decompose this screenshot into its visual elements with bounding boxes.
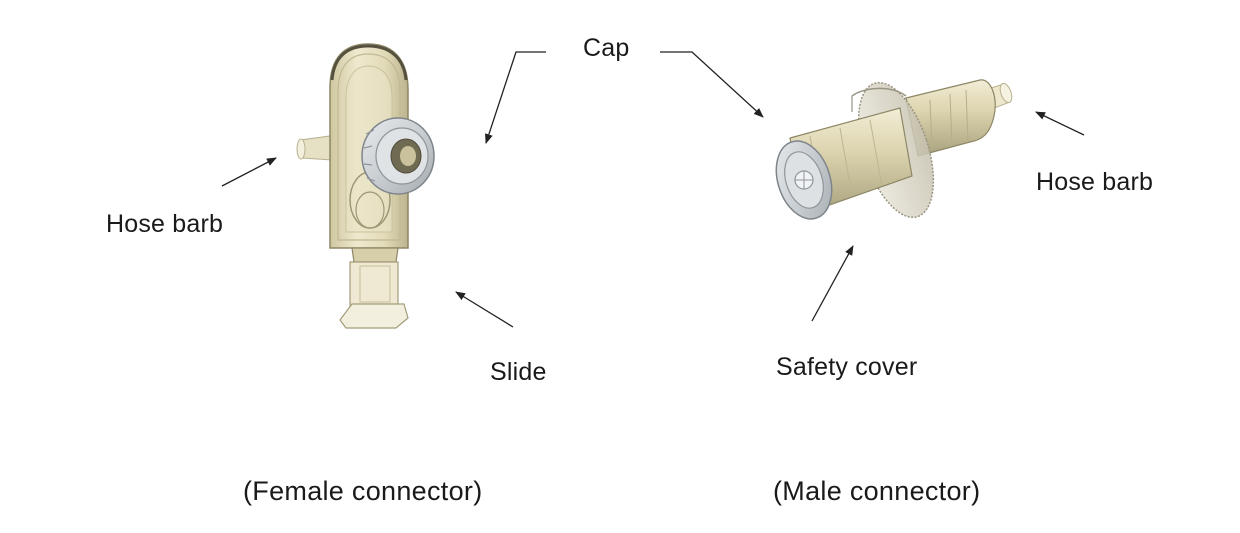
label-hose-barb-right: Hose barb [1036, 168, 1154, 196]
female-cap [361, 117, 435, 195]
arrow-hose-barb-left [221, 157, 277, 187]
caption-female-connector: (Female connector) [243, 476, 483, 506]
female-connector-illustration [296, 43, 435, 329]
label-safety-cover: Safety cover [776, 353, 918, 381]
arrow-hose-barb-right [1035, 111, 1085, 136]
male-connector-illustration [775, 79, 1013, 220]
arrow-cap-right [660, 51, 764, 118]
label-slide: Slide [490, 358, 547, 386]
arrow-cap-left [485, 51, 546, 144]
arrow-safety-cover [811, 245, 854, 322]
arrow-slide [455, 291, 514, 328]
male-cap [775, 140, 833, 220]
female-slide [339, 261, 409, 329]
female-hose-barb [296, 135, 333, 161]
label-hose-barb-left: Hose barb [106, 210, 224, 238]
caption-male-connector: (Male connector) [773, 476, 981, 506]
label-cap: Cap [583, 34, 630, 62]
